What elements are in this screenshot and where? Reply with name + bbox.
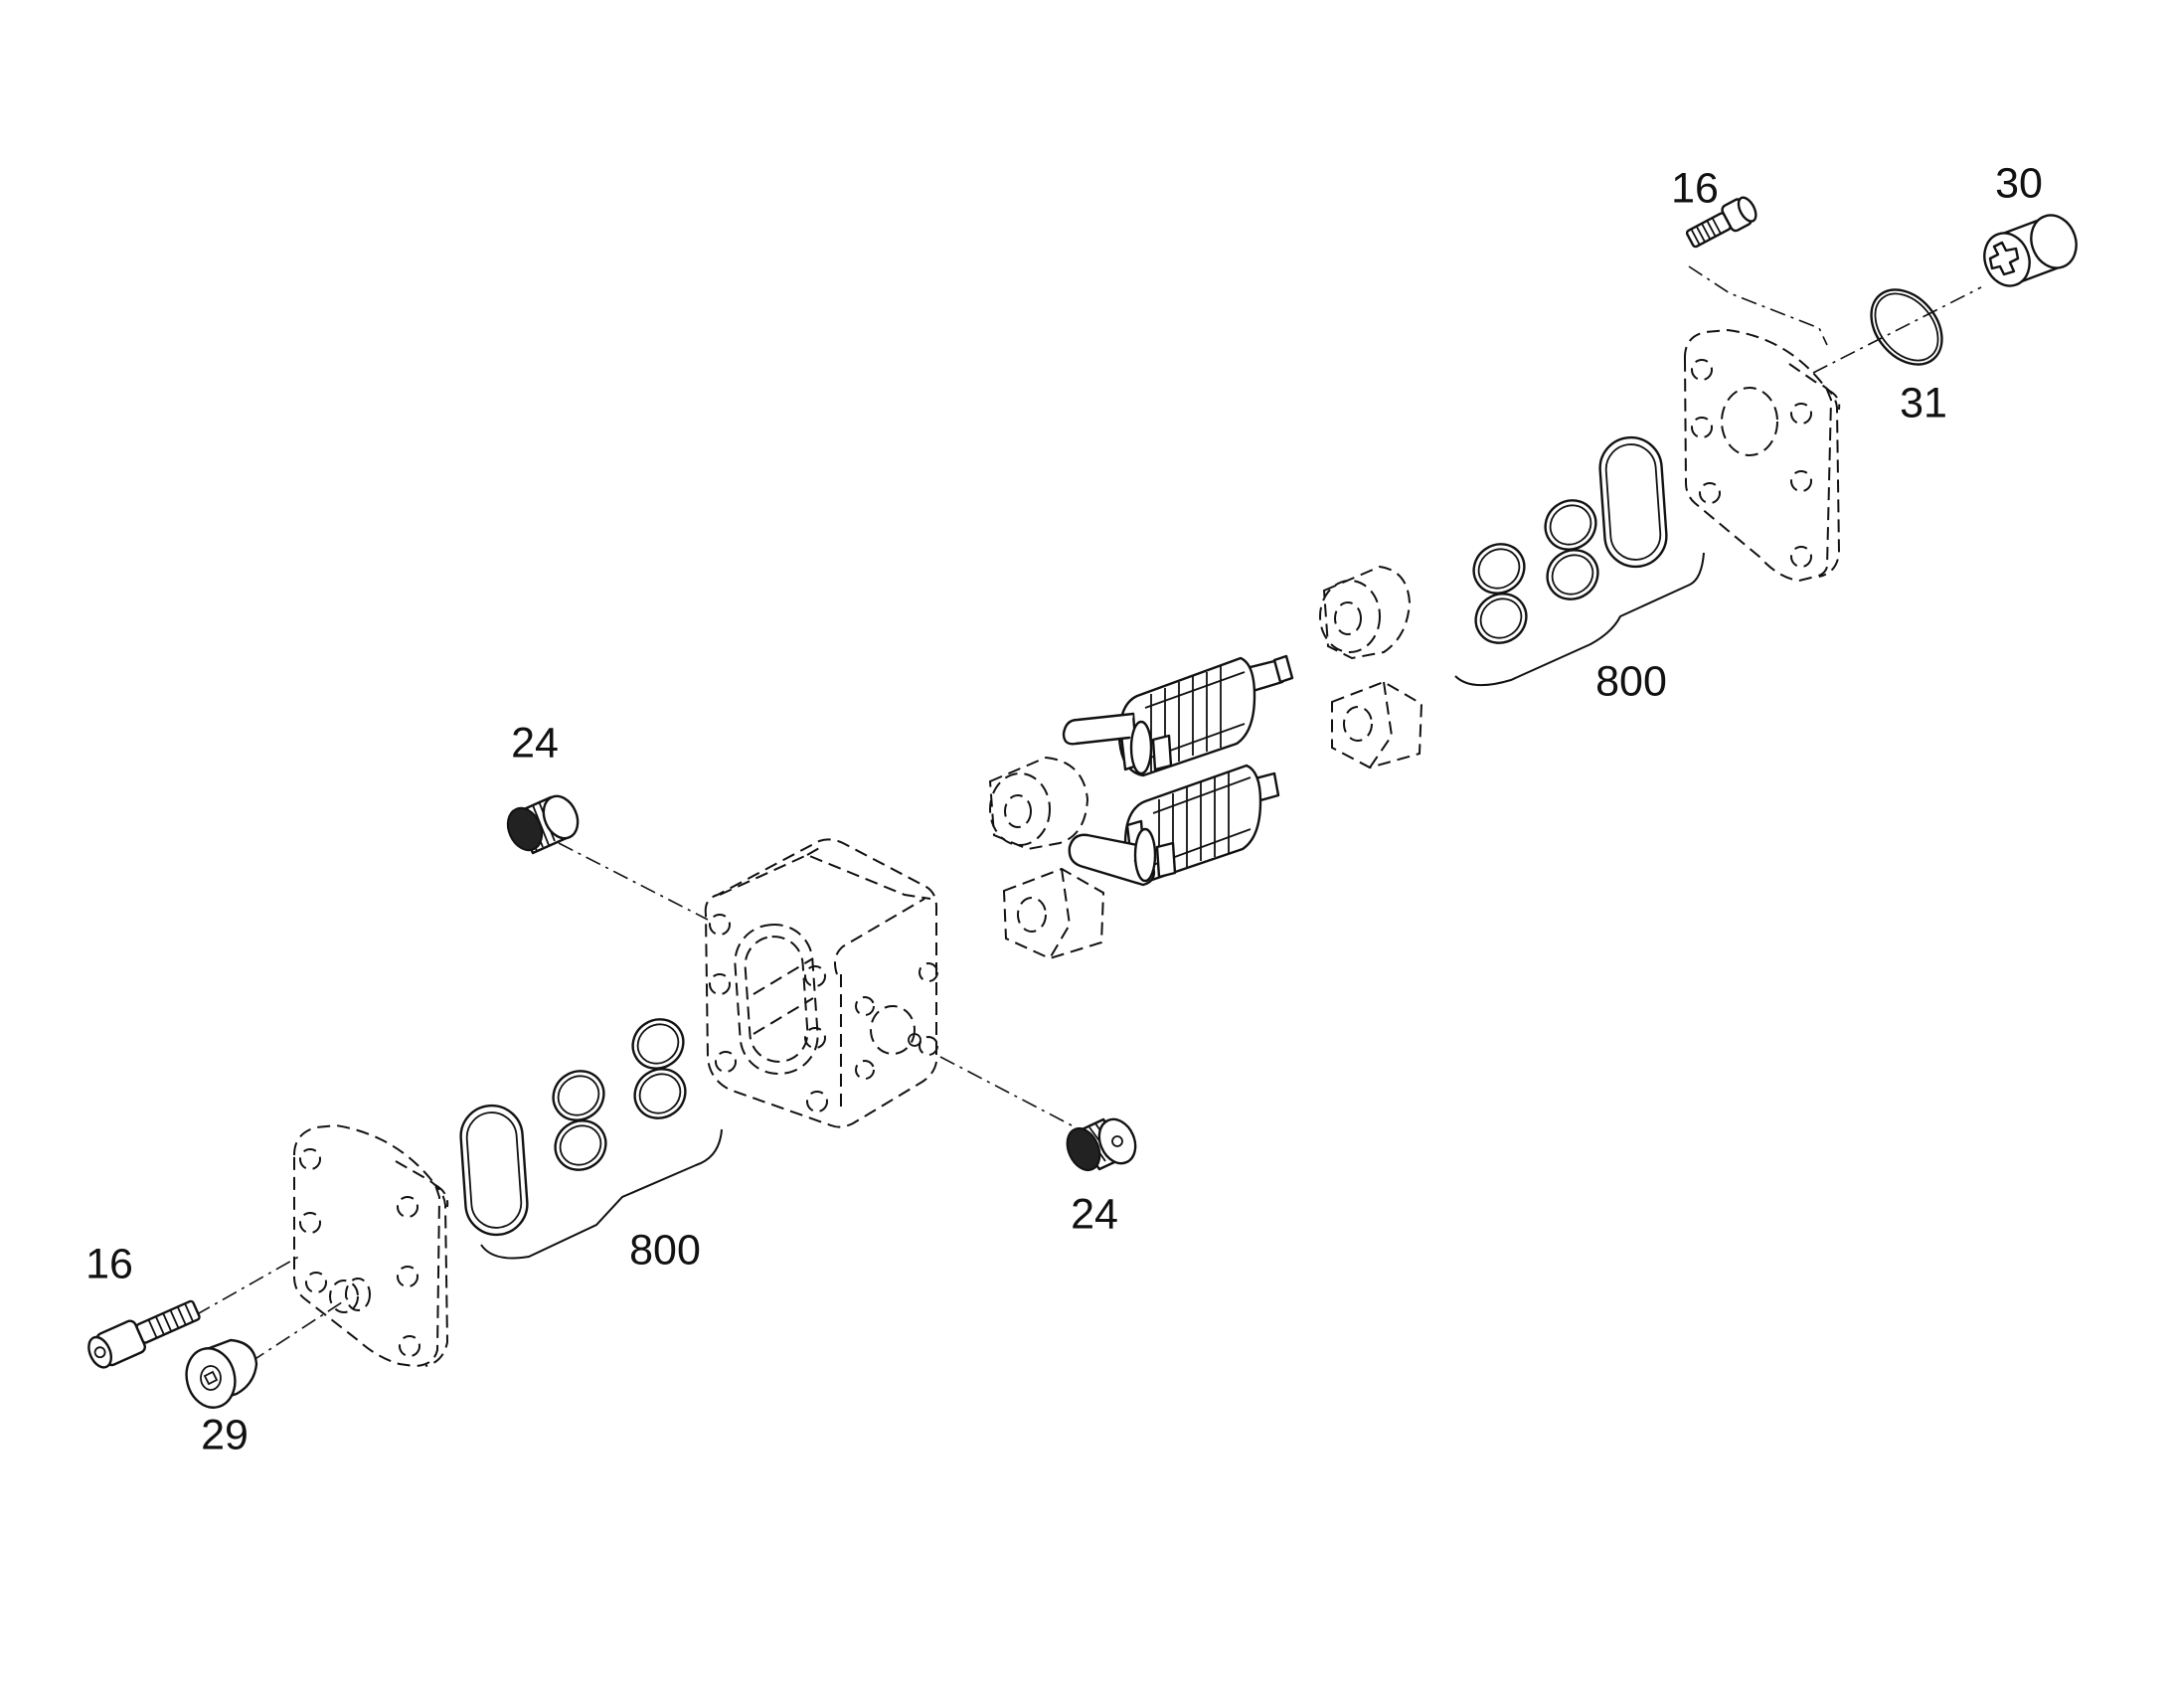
- pump-body: [704, 838, 938, 1128]
- callout-24-right: 24: [1071, 1190, 1118, 1239]
- leader-plug-24-right: [939, 1056, 1073, 1126]
- leader-plug-24-left: [558, 842, 709, 921]
- plug-24-right: [1066, 1117, 1137, 1172]
- cover-plate-left: [293, 1123, 449, 1368]
- leader-bolt-16-left: [168, 1254, 303, 1331]
- seal-set-800-left: [459, 1018, 723, 1260]
- oval-seal-left: [459, 1104, 529, 1237]
- double-ring-seal-left-2: [552, 1070, 607, 1171]
- plug-29: [185, 1338, 258, 1409]
- callout-16-top: 16: [1671, 164, 1719, 213]
- callout-30: 30: [1995, 159, 2043, 208]
- leader-plug-29: [250, 1297, 349, 1363]
- bushing-top-left: [988, 756, 1089, 851]
- gear-shaft-lower: [1068, 764, 1280, 887]
- double-ring-seal-left-1: [631, 1018, 687, 1119]
- o-ring-31: [1870, 288, 1943, 366]
- leader-coupling-30: [1812, 286, 1982, 374]
- callout-24-left: 24: [511, 719, 559, 768]
- bracket-800-left: [480, 1128, 723, 1260]
- double-ring-seal-right-2: [1472, 543, 1528, 644]
- bushing-top-right: [1319, 565, 1412, 660]
- callout-31: 31: [1900, 379, 1947, 427]
- bushing-bottom-left: [1002, 867, 1105, 960]
- callout-800-right: 800: [1595, 657, 1667, 706]
- leader-lines: [168, 265, 1982, 1363]
- leader-bolt-16-top: [1688, 265, 1828, 346]
- bolt-16-top: [1685, 196, 1757, 249]
- plug-24-left: [506, 794, 580, 855]
- double-ring-seal-right-1: [1544, 499, 1599, 600]
- oval-seal-right: [1598, 435, 1668, 569]
- gear-shaft-upper: [1062, 654, 1294, 777]
- coupling-30: [1983, 214, 2078, 287]
- cover-plate-right: [1683, 328, 1841, 583]
- callout-800-left: 800: [629, 1226, 701, 1275]
- bracket-800-right: [1454, 552, 1705, 687]
- bushing-bottom-right: [1331, 680, 1423, 769]
- callout-16-left: 16: [85, 1240, 133, 1288]
- bolt-16-left: [87, 1299, 201, 1369]
- seal-set-800-right: [1454, 435, 1705, 687]
- callout-29: 29: [201, 1411, 249, 1459]
